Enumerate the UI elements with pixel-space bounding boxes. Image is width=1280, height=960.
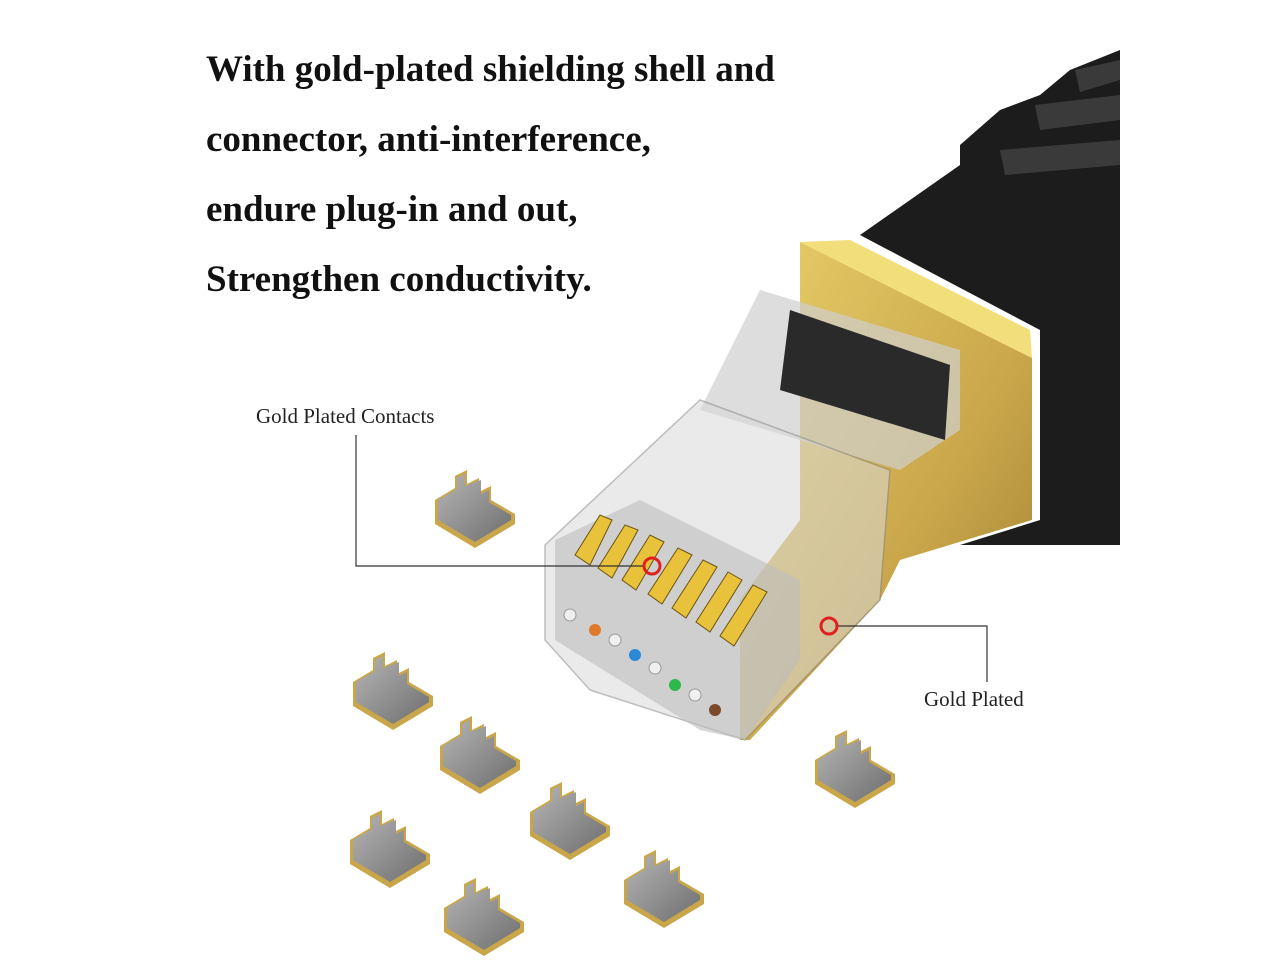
wire-colors [563,608,721,716]
headline-line: With gold-plated shielding shell and [206,49,775,90]
headline-line: Strengthen conductivity. [206,259,592,300]
headline-line: endure plug-in and out, [206,189,578,230]
callout-shell-leader [819,616,988,682]
headline: With gold-plated shielding shell and con… [206,44,775,324]
plug-contacts [574,514,768,647]
callout-contacts-leader [355,435,662,576]
callout-label-contacts: Gold Plated Contacts [256,404,435,428]
cable [860,50,1120,545]
callout-label-shell: Gold Plated [924,687,1024,711]
headline-line: connector, anti-interference, [206,119,651,160]
